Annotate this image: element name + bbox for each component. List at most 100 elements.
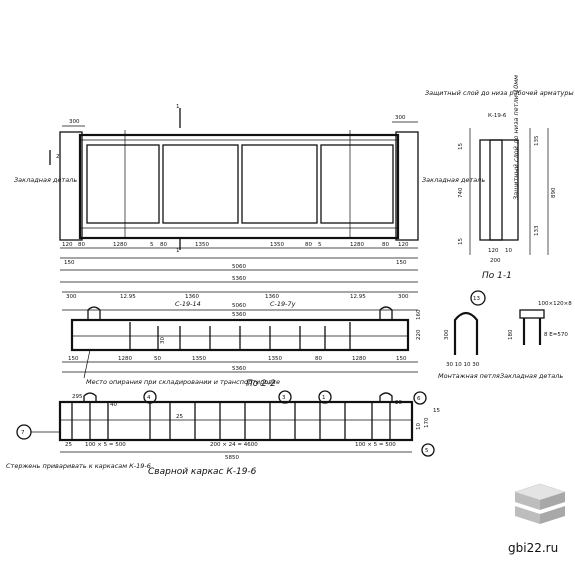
frame-loop-right xyxy=(379,392,393,402)
dim-low-7: 150 xyxy=(396,356,407,362)
dim-890: 890 xyxy=(551,187,557,198)
dim-section-10: 10 xyxy=(505,248,512,254)
dim-frame-total: 5850 xyxy=(225,455,239,461)
dim-frame-25b: 25 xyxy=(65,442,72,448)
callout-13-circle xyxy=(470,290,486,306)
dim-seg-1: 80 xyxy=(78,242,85,248)
logo-slab-top-right xyxy=(540,492,565,510)
dim-300-left: 300 xyxy=(69,119,80,125)
dim-seg-3: 5 xyxy=(150,242,154,248)
dim-frame-40: 40 xyxy=(110,402,117,408)
panel-3 xyxy=(241,144,318,224)
callout-5: 5 xyxy=(425,448,429,454)
callout-1-circle xyxy=(318,390,332,404)
top-dimension-chain: 120 80 1280 5 80 1350 1350 80 5 1280 80 … xyxy=(60,242,418,283)
dim-mid-s2: 1360 xyxy=(185,294,199,300)
dim-135: 135 xyxy=(534,135,540,146)
dim-740: 740 xyxy=(458,187,464,198)
embedded-plate xyxy=(519,309,545,319)
dim-low-total: 5360 xyxy=(232,366,246,372)
dim-mid-total-a: 5060 xyxy=(232,303,246,309)
dim-mid-s3: 1360 xyxy=(265,294,279,300)
callout-1-top: 1 xyxy=(176,104,180,110)
dim-low-0: 150 xyxy=(68,356,79,362)
dim-mid-right: 300 xyxy=(398,294,409,300)
section-1-1: Защитный слой до низа рабочей арматуры к… xyxy=(425,75,575,281)
callout-6: 6 xyxy=(417,396,421,402)
callout-6-circle xyxy=(413,391,427,405)
section-2-title: По 2-2 xyxy=(246,379,276,389)
dim-loop-width: 30 10 10 30 xyxy=(446,362,480,368)
logo-slab-top-left xyxy=(515,492,540,510)
panel-2 xyxy=(162,144,239,224)
section-web xyxy=(489,139,503,241)
mount-loop-shape xyxy=(453,311,479,355)
embedded-part-left-label: Закладная деталь xyxy=(14,176,77,184)
logo-slab-bottom-right xyxy=(540,506,565,524)
dim-mid-h160: 160 xyxy=(416,309,422,320)
callout-13: 13 xyxy=(473,296,480,302)
mount-loop-left xyxy=(87,306,101,320)
beam-outline xyxy=(78,133,400,240)
rods-note: Стержень приваривать к каркасам К-19-6 xyxy=(6,462,151,470)
dim-seg-7: 80 xyxy=(305,242,312,248)
protective-layer-side: Защитный слой до низа петли 10мм xyxy=(512,75,520,200)
panel-1 xyxy=(86,144,160,224)
dim-seg-9: 1280 xyxy=(350,242,364,248)
dim-seg-11: 120 xyxy=(398,242,409,248)
dim-side-right: 150 xyxy=(396,260,407,266)
dim-section-120: 120 xyxy=(488,248,499,254)
callout-3-circle xyxy=(278,390,292,404)
dim-seg-6: 1350 xyxy=(270,242,284,248)
welded-frame: 4 3 1 6 5 7 295 40 25 25 20 100 × 5 = 50… xyxy=(6,390,440,477)
mount-loop-right xyxy=(379,306,393,320)
mount-loop-title: Монтажная петля xyxy=(438,372,500,380)
dim-low-5: 80 xyxy=(315,356,322,362)
protective-layer-note: Защитный слой до низа рабочей арматуры к… xyxy=(425,89,575,97)
dim-embedded-height: 180 xyxy=(508,329,514,340)
dim-frame-15: 15 xyxy=(433,408,440,414)
dim-seg-0: 120 xyxy=(62,242,73,248)
dim-frame-200: 200 × 24 = 4600 xyxy=(210,442,258,448)
watermark-logo: gbi22.ru xyxy=(508,483,566,555)
dim-seg-10: 80 xyxy=(382,242,389,248)
welded-frame-outline xyxy=(58,400,414,442)
dim-frame-25a: 25 xyxy=(176,414,183,420)
mounting-loop-detail: 13 300 30 10 10 30 Монтажная петля 100×1… xyxy=(438,290,572,380)
watermark-text: gbi22.ru xyxy=(508,541,558,555)
left-end-block xyxy=(59,131,83,241)
dim-seg-4: 80 xyxy=(160,242,167,248)
dim-frame-100-right: 100 × 5 = 500 xyxy=(355,442,396,448)
dim-section-15b: 15 xyxy=(458,238,464,245)
dim-frame-100-left: 100 × 5 = 500 xyxy=(85,442,126,448)
dim-section-200: 200 xyxy=(490,258,501,264)
callout-3: 3 xyxy=(282,395,286,401)
dim-loop-300: 300 xyxy=(444,329,450,340)
frame-loop-left xyxy=(83,392,97,402)
callout-4: 4 xyxy=(147,395,151,401)
dim-seg-2: 1280 xyxy=(113,242,127,248)
dim-side-left: 150 xyxy=(64,260,75,266)
frame-c19-14-label: С-19-14 xyxy=(175,300,201,308)
dim-low-3: 1350 xyxy=(192,356,206,362)
dim-mid-s4: 12.95 xyxy=(350,294,366,300)
embedded-part-right-label: Закладная деталь xyxy=(422,176,485,184)
dim-133: 133 xyxy=(534,225,540,236)
dim-seg-5: 1350 xyxy=(195,242,209,248)
callout-7: 7 xyxy=(21,430,25,436)
dim-mid-s1: 12.95 xyxy=(120,294,136,300)
dim-frame-170: 170 xyxy=(424,417,430,428)
dim-low-1: 1280 xyxy=(118,356,132,362)
dim-section-15a: 15 xyxy=(458,143,464,150)
support-note: Место опирания при складировании и транс… xyxy=(86,378,280,386)
callout-1: 1 xyxy=(322,395,326,401)
dim-mid-h220: 220 xyxy=(416,329,422,340)
dim-mid-left: 300 xyxy=(66,294,77,300)
dim-embedded-plate: 100×120×8 xyxy=(538,301,572,307)
dim-embedded-note: 8 Е=570 xyxy=(544,332,568,338)
callout-2-top: 2 xyxy=(56,154,60,160)
welded-frame-title: Сварной каркас К-19-6 xyxy=(148,467,257,477)
dim-300-right: 300 xyxy=(395,115,406,121)
dim-frame-295: 295 xyxy=(72,394,83,400)
